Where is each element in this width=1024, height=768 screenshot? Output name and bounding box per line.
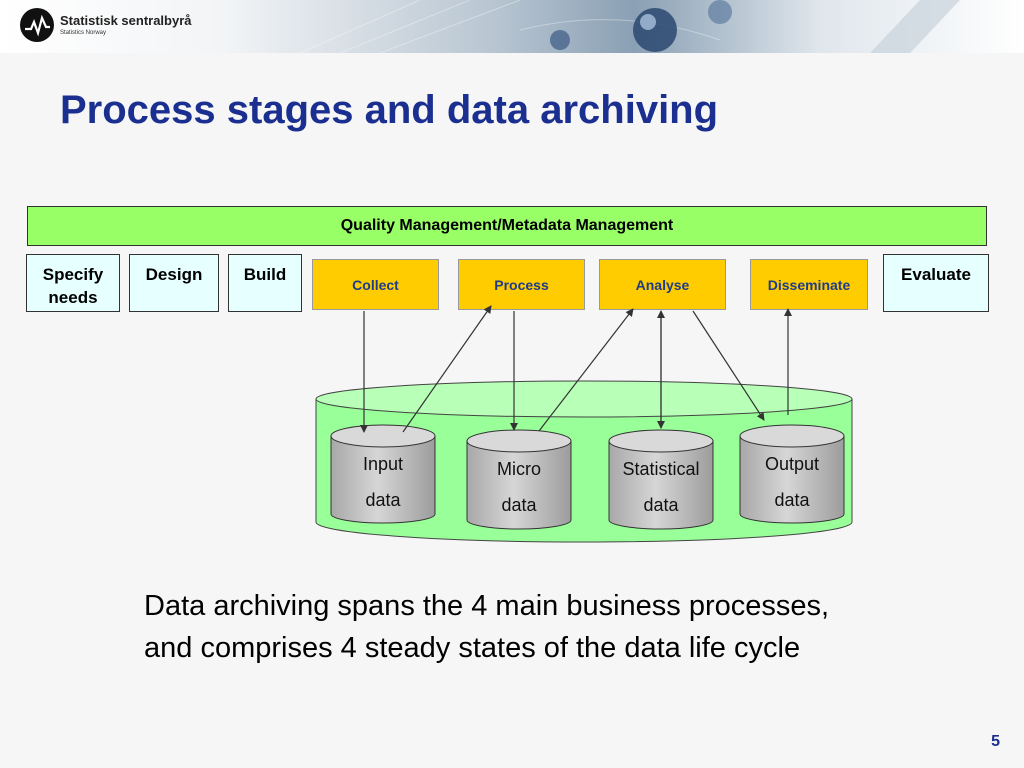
logo: Statistisk sentralbyrå Statistics Norway: [20, 8, 240, 46]
slide-caption: Data archiving spans the 4 main business…: [144, 585, 994, 669]
process-disseminate: Disseminate: [750, 259, 868, 310]
process-process: Process: [458, 259, 585, 310]
arrow-micro-to-analyse: [538, 308, 634, 432]
store-label-statistical-line1: Statistical: [622, 459, 700, 479]
caption-line-1: Data archiving spans the 4 main business…: [144, 590, 830, 622]
store-micro-data: [466, 429, 572, 530]
store-label-output: Output data: [740, 446, 844, 518]
store-label-micro: Micro data: [467, 451, 571, 523]
stage-design: Design: [129, 254, 219, 312]
store-label-input-line2: data: [365, 490, 401, 510]
management-bar: Quality Management/Metadata Management: [27, 206, 987, 246]
logo-mark-icon: [20, 8, 54, 42]
process-collect: Collect: [312, 259, 439, 310]
stage-specify-line2: needs: [48, 288, 98, 307]
store-statistical-data: [608, 429, 714, 530]
store-label-micro-line1: Micro: [497, 459, 541, 479]
stage-build: Build: [228, 254, 302, 312]
store-label-input-line1: Input: [362, 454, 404, 474]
store-label-input: Input data: [331, 446, 435, 518]
stage-specify-needs: Specify needs: [26, 254, 120, 312]
page-number: 5: [991, 733, 1000, 750]
store-label-output-line2: data: [774, 490, 810, 510]
archive-cylinder: [315, 380, 853, 543]
header-decoration: [299, 0, 960, 53]
header-band: Statistisk sentralbyrå Statistics Norway: [0, 0, 1024, 53]
process-analyse: Analyse: [599, 259, 726, 310]
store-label-statistical-line2: data: [643, 495, 679, 515]
org-subtitle: Statistics Norway: [60, 30, 107, 36]
store-label-statistical: Statistical data: [605, 451, 717, 523]
store-label-output-line1: Output: [764, 454, 820, 474]
caption-line-2: and comprises 4 steady states of the dat…: [144, 632, 801, 664]
arrow-analyse-to-output: [692, 310, 765, 421]
store-label-micro-line2: data: [501, 495, 537, 515]
store-input-data: [330, 424, 436, 524]
slide-title: Process stages and data archiving: [60, 88, 719, 132]
org-name: Statistisk sentralbyrå: [60, 13, 192, 28]
stage-evaluate: Evaluate: [883, 254, 989, 312]
stage-specify-line1: Specify: [42, 265, 104, 284]
store-output-data: [739, 424, 845, 524]
arrow-input-to-process: [402, 305, 492, 433]
